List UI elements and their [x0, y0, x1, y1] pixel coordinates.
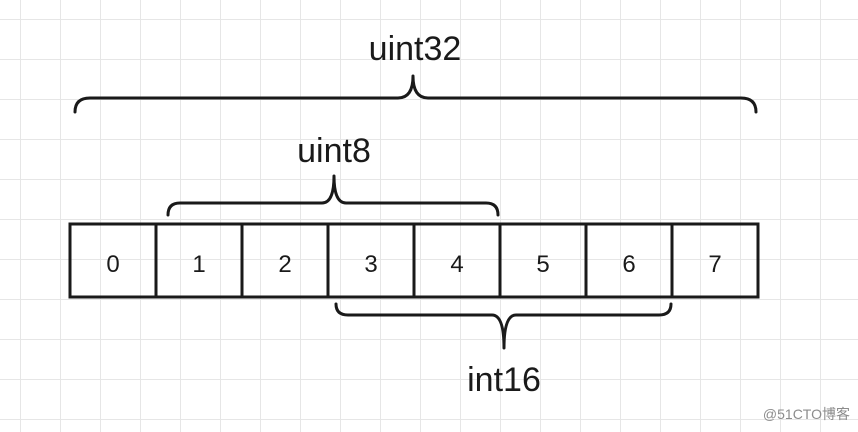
cell-4-label: 4: [450, 251, 463, 278]
cell-3-label: 3: [364, 251, 377, 278]
watermark: @51CTO博客: [762, 406, 850, 422]
cell-0-label: 0: [106, 251, 119, 278]
uint8-label: uint8: [297, 132, 371, 170]
uint32-label: uint32: [369, 30, 462, 68]
int16-brace: [334, 302, 673, 350]
cell-1-label: 1: [192, 251, 205, 278]
int16-label: int16: [467, 361, 541, 399]
cell-6-label: 6: [622, 251, 635, 278]
byte-array: 0 1 2 3 4 5 6 7: [68, 222, 760, 299]
uint32-brace: [73, 74, 758, 114]
cell-2-label: 2: [278, 251, 291, 278]
cell-7-label: 7: [708, 251, 721, 278]
uint8-brace: [166, 174, 500, 217]
cell-5-label: 5: [536, 251, 549, 278]
